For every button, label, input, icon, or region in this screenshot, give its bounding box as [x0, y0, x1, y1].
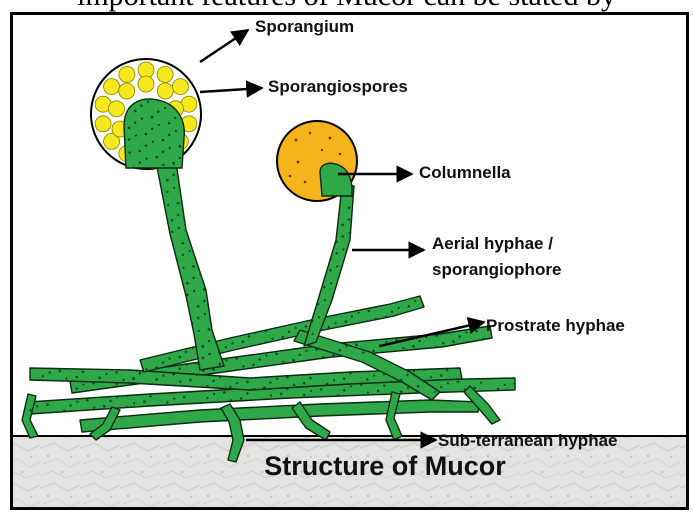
sporangiospore: [157, 83, 173, 99]
sporangiospore: [157, 66, 173, 82]
sporangiospore: [119, 66, 135, 82]
label-sporangium: Sporangium: [255, 17, 354, 36]
sporangiospore: [95, 116, 111, 132]
subterranean-hypha: [386, 392, 402, 440]
sporangiospore: [104, 79, 120, 95]
sporangiospores-arrow: [200, 88, 262, 92]
sporangiospore: [172, 79, 188, 95]
label-subterranean: Sub-terranean hyphae: [438, 431, 618, 450]
label-sporangiospores: Sporangiospores: [268, 77, 408, 96]
subterranean-hypha: [22, 394, 38, 438]
sporangiospore: [138, 62, 154, 78]
label-aerial-line1: Aerial hyphae /: [432, 234, 553, 253]
sporangiospore: [138, 76, 154, 92]
diagram-title: Structure of Mucor: [264, 451, 506, 481]
columella-sporangium: [277, 121, 357, 201]
sporangium: [91, 59, 201, 169]
label-aerial-line2: sporangiophore: [432, 260, 561, 279]
label-prostrate: Prostrate hyphae: [486, 316, 625, 335]
sporangiospore: [119, 83, 135, 99]
sporangium-arrow: [200, 30, 248, 62]
label-columnella: Columnella: [419, 163, 511, 182]
sporangiospore: [109, 101, 125, 117]
hyphae-network: [22, 162, 515, 462]
